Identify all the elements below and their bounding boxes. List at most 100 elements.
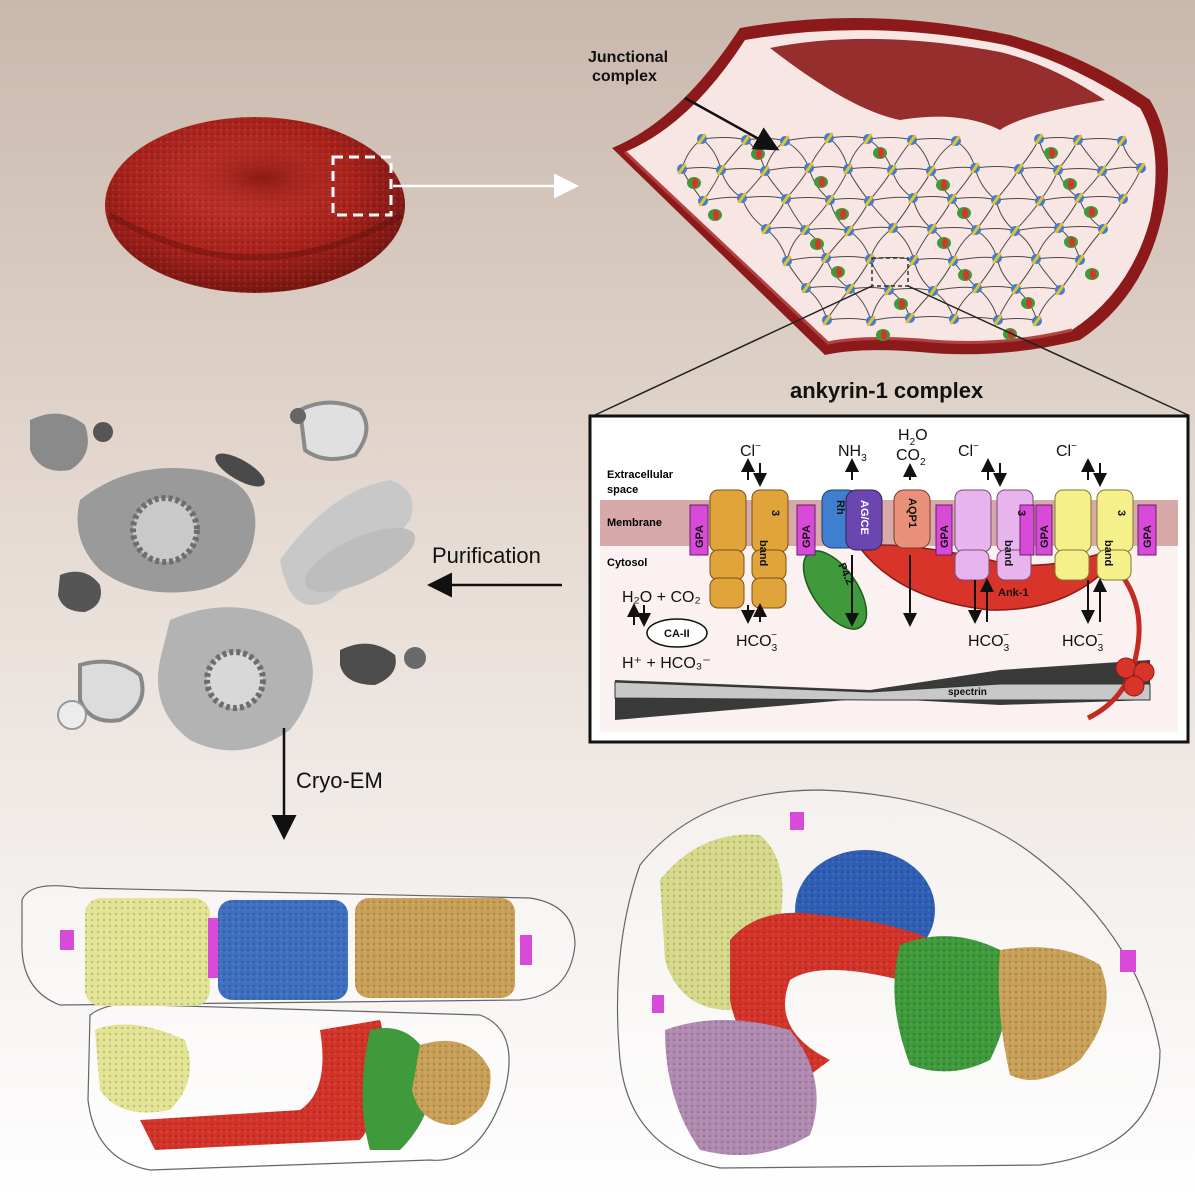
ank1-tail (1086, 560, 1142, 721)
membrane-label: Membrane (607, 517, 662, 529)
ank1-marker (1068, 179, 1074, 189)
hco3-label-3: HCO3− (1062, 630, 1104, 654)
junction-bar (782, 255, 792, 267)
junction-bar (804, 162, 814, 174)
junction-bar (843, 163, 853, 175)
ank1-marker (941, 180, 947, 190)
equation-top: H₂O + CO₂ (622, 589, 701, 606)
ank1-marker (1090, 269, 1096, 279)
junction-bar (992, 252, 1002, 264)
ank1-marker (1049, 148, 1055, 158)
junction-bar (821, 252, 831, 264)
junction-bar (972, 282, 982, 294)
gpa-2 (796, 504, 816, 556)
junctional-arrow (684, 96, 780, 151)
junction-bar (1098, 223, 1108, 235)
ank1-marker (840, 209, 846, 219)
band-text-1: band (757, 540, 769, 566)
junction-bar (949, 313, 959, 325)
junction-bar (887, 164, 897, 176)
junction-bar (951, 135, 961, 147)
gpa-text-1: GPA (694, 525, 706, 548)
band3-orange (709, 489, 789, 609)
ank1-marker (881, 330, 887, 340)
aqp1-text: AQP1 (906, 498, 918, 528)
three-text-1: 3 (769, 510, 781, 516)
gpa-6 (1137, 504, 1157, 556)
junction-bar (927, 223, 937, 235)
junction-bar (1011, 283, 1021, 295)
hco3-label-1: HCO3− (736, 630, 778, 654)
junction-bar (888, 222, 898, 234)
ank1-marker (962, 208, 968, 218)
junction-bar (926, 165, 936, 177)
spectrin-light (614, 681, 1151, 701)
three-text-3: 3 (1115, 510, 1127, 516)
junction-bar (864, 195, 874, 207)
junction-bar (781, 193, 791, 205)
spectrin-dark (615, 660, 1150, 720)
ank1-text: Ank-1 (998, 587, 1029, 599)
junction-bar (1031, 253, 1041, 265)
spectrin-text: spectrin (948, 687, 987, 698)
junction-bar (1118, 193, 1128, 205)
ank1-marker (819, 177, 825, 187)
junction-bar (822, 314, 832, 326)
junction-bar (1097, 165, 1107, 177)
gpa-4 (1035, 504, 1053, 556)
junction-bar (1055, 284, 1065, 296)
ank1-marker (756, 149, 762, 159)
zoom-box (331, 155, 393, 217)
h2o-label: H2O (898, 427, 928, 448)
junction-bar (800, 224, 810, 236)
cryo-em-label: Cryo-EM (296, 768, 383, 793)
junction-bar (780, 135, 790, 147)
junction-bar (993, 314, 1003, 326)
ank1-marker (1069, 237, 1075, 247)
junction-bar (991, 194, 1001, 206)
junction-bar (698, 195, 708, 207)
junction-bar (865, 253, 875, 265)
caii-text: CA-II (664, 628, 690, 640)
nh3-label: NH3 (838, 443, 867, 464)
junction-bar (947, 193, 957, 205)
ank1-marker (899, 299, 905, 309)
junction-bar (884, 284, 894, 296)
junction-bar (909, 254, 919, 266)
junction-bar (1034, 133, 1044, 145)
caii-shape (646, 618, 708, 648)
junction-bar (844, 225, 854, 237)
cryo-em-map-top (616, 789, 1161, 1169)
space-label: space (607, 484, 638, 496)
junction-bar (716, 164, 726, 176)
junction-bar (801, 282, 811, 294)
cl-label-2: Cl− (958, 441, 979, 460)
gpa-text-2: GPA (801, 525, 813, 548)
ank1-marker (713, 210, 719, 220)
purified-particles (30, 400, 426, 751)
junction-bar (908, 192, 918, 204)
cl-label-3: Cl− (1056, 441, 1077, 460)
junction-bar (1074, 192, 1084, 204)
gpa-3 (935, 504, 953, 556)
zoom-line-left (594, 285, 873, 416)
junction-bar (948, 255, 958, 267)
junction-bar (928, 285, 938, 297)
ank1-marker (692, 178, 698, 188)
extracellular-label: Extracellular (607, 469, 674, 481)
red-blood-cell (105, 117, 405, 293)
agce-shape (845, 489, 883, 551)
band-text-3: band (1102, 540, 1114, 566)
gpa-1 (689, 504, 709, 556)
junction-bar (737, 192, 747, 204)
junction-bar (863, 133, 873, 145)
junction-bar (907, 134, 917, 146)
junction-bar (697, 133, 707, 145)
zoom-line-right (907, 285, 1189, 416)
band-text-2: band (1002, 540, 1014, 566)
complex-zoom-box (871, 257, 909, 287)
junction-bar (1075, 254, 1085, 266)
junction-bar (825, 194, 835, 206)
junction-bar (866, 315, 876, 327)
